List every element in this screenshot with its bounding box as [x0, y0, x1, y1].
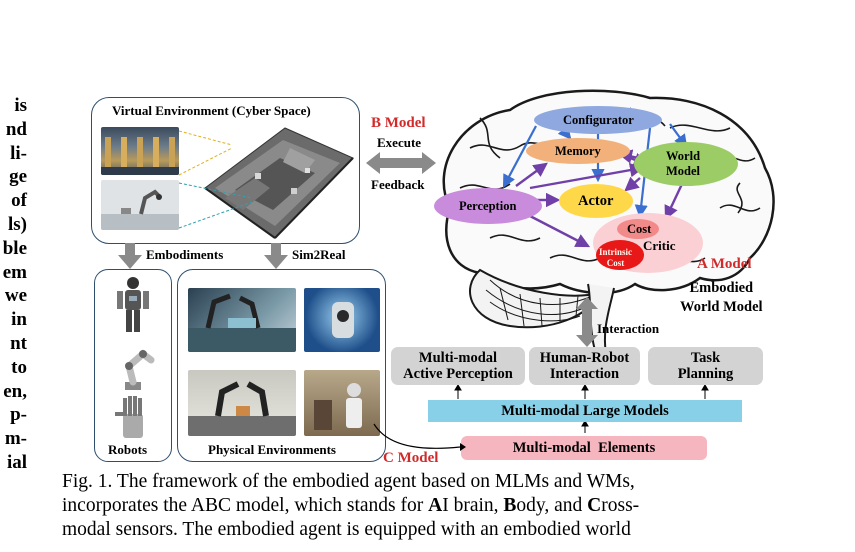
feedback-label: Feedback: [371, 177, 425, 192]
dashed-connectors: [178, 130, 253, 229]
caption-bold-b: B: [503, 495, 517, 516]
3d-scene-map: [195, 118, 355, 240]
left-fragment: li-: [10, 142, 27, 164]
caption-text: ody, and: [516, 495, 588, 516]
c-model-label: C Model: [383, 450, 439, 466]
hri-line2: Interaction: [549, 366, 620, 382]
robot-hand-image: [109, 394, 157, 440]
configurator-label: Configurator: [563, 113, 634, 127]
left-fragment: ial: [6, 451, 27, 473]
caption-line-3: modal sensors. The embodied agent is equ…: [62, 519, 631, 540]
hri-line1: Human-Robot: [539, 349, 630, 366]
embodiments-label: Embodiments: [146, 247, 224, 262]
critic-label: Critic: [643, 238, 676, 253]
embodied-line: Embodied: [689, 280, 754, 296]
interaction-label: Interaction: [597, 321, 660, 336]
world-model-line: World Model: [680, 299, 763, 315]
world-model-line2: Model: [666, 164, 701, 178]
lab-robot-image-2: [304, 288, 380, 352]
intrinsic-cost-line2: Cost: [606, 258, 625, 268]
caption-text: ross-: [601, 495, 640, 516]
left-fragment: en,: [3, 380, 27, 402]
human-robot-interaction-box: Human-Robot Interaction: [529, 347, 640, 385]
left-fragment: in: [11, 309, 27, 331]
left-fragment: ble: [2, 237, 27, 259]
sim2real-arrow: [264, 243, 288, 269]
lab-robot-image-3: [188, 370, 296, 436]
interaction-arrow: [576, 297, 598, 347]
left-fragment: nd: [5, 118, 27, 140]
left-fragment: is: [14, 95, 27, 116]
task-planning-line1: Task: [690, 349, 721, 366]
multimodal-large-models-box: Multi-modal Large Models: [428, 400, 742, 422]
left-fragment: to: [11, 356, 27, 378]
robot-arm-image: [101, 180, 179, 230]
embodied-world-model-label: Embodied World Model: [680, 279, 763, 317]
left-fragment: nt: [10, 332, 27, 354]
physical-environments-panel: Physical Environments: [177, 269, 386, 462]
humanoid-robot-image: [107, 276, 159, 334]
warehouse-image: [101, 127, 179, 175]
caption-text: incorporates the ABC model, which stands…: [62, 495, 429, 516]
caption-text: I brain,: [442, 495, 504, 516]
robot-arm-white-image: [107, 340, 159, 392]
robots-title: Robots: [108, 442, 148, 457]
caption-bold-a: A: [428, 495, 443, 516]
intrinsic-cost-label: Intrinsic Cost: [599, 247, 632, 269]
perception-label: Perception: [459, 199, 517, 213]
physical-environments-title: Physical Environments: [208, 442, 336, 457]
multimodal-elements-box: Multi-modal Elements: [461, 436, 707, 460]
lab-robot-image-1: [188, 288, 296, 352]
caption-line-1: Fig. 1. The framework of the embodied ag…: [62, 471, 635, 492]
active-perception-box: Multi-modal Active Perception: [391, 347, 525, 385]
brain-illustration: [434, 89, 775, 355]
world-model-label: World Model: [666, 149, 700, 179]
module-connectors: [454, 385, 709, 433]
left-fragment: ls): [8, 213, 27, 235]
active-perception-line2: Active Perception: [403, 366, 513, 382]
embodiments-arrow: [118, 243, 142, 269]
left-column-fragments: is nd li- ge of ls) ble em we in nt to e…: [0, 94, 27, 475]
task-planning-box: Task Planning: [648, 347, 763, 385]
robots-panel: Robots: [94, 269, 172, 462]
task-planning-line2: Planning: [677, 366, 734, 382]
intrinsic-cost-line1: Intrinsic: [599, 247, 633, 257]
virtual-environment-title: Virtual Environment (Cyber Space): [112, 103, 311, 118]
active-perception-line1: Multi-modal: [418, 349, 498, 366]
left-fragment: m-: [4, 428, 27, 450]
actor-label: Actor: [578, 193, 614, 209]
figure-caption: Fig. 1. The framework of the embodied ag…: [62, 470, 822, 542]
b-model-label: B Model: [371, 115, 426, 131]
a-model-label: A Model: [697, 256, 752, 272]
c-model-curve-arrow: [373, 423, 466, 451]
cost-label: Cost: [627, 222, 652, 236]
virtual-environment-panel: Virtual Environment (Cyber Space): [91, 97, 360, 244]
caption-bold-c: C: [587, 495, 602, 516]
service-robot-image: [304, 370, 380, 436]
left-fragment: we: [4, 285, 27, 307]
memory-label: Memory: [555, 144, 601, 158]
world-model-line1: World: [666, 149, 701, 163]
execute-feedback-arrow: [366, 152, 436, 174]
left-fragment: ge: [9, 166, 27, 188]
left-fragment: em: [2, 261, 27, 283]
sim2real-label: Sim2Real: [292, 247, 346, 262]
left-fragment: p-: [10, 404, 27, 426]
caption-line-2: incorporates the ABC model, which stands…: [62, 494, 822, 518]
execute-label: Execute: [377, 135, 422, 150]
left-fragment: of: [11, 190, 27, 212]
